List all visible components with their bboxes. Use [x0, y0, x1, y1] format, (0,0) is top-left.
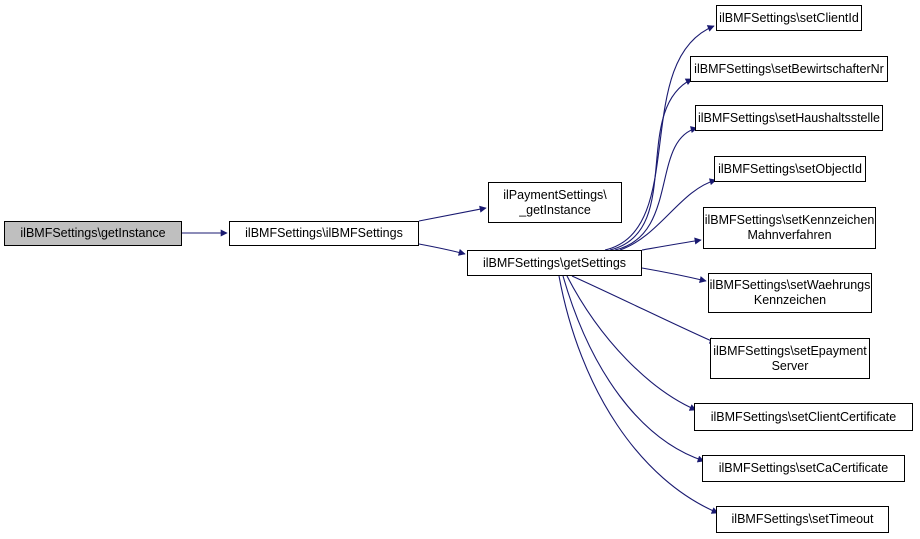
- node-setclientcertificate[interactable]: ilBMFSettings\setClientCertificate: [694, 403, 913, 431]
- node-label-line: Mahnverfahren: [747, 228, 832, 242]
- node-label-line: ilBMFSettings\setClientCertificate: [710, 409, 897, 424]
- node-label-line: ilBMFSettings\setWaehrungs: [709, 278, 871, 292]
- node-label-line: _getInstance: [519, 202, 591, 217]
- node-label-line: Kennzeichen: [753, 293, 827, 307]
- edge-getsettings-to-sethaushaltsstelle: [614, 126, 698, 251]
- node-setobjectid[interactable]: ilBMFSettings\setObjectId: [714, 156, 866, 182]
- edge-getsettings-to-setepaymentserver: [571, 275, 717, 344]
- node-label-line: ilBMFSettings\setBewirtschafterNr: [694, 61, 884, 76]
- edge-getsettings-to-settimeout: [558, 275, 719, 514]
- node-label-line: ilBMFSettings\setKennzeichen: [704, 213, 875, 227]
- node-setcacertificate[interactable]: ilBMFSettings\setCaCertificate: [702, 455, 905, 482]
- node-label-line: ilBMFSettings\setCaCertificate: [718, 461, 889, 475]
- edge-getsettings-to-setcacertificate: [562, 275, 705, 463]
- edge-constructor-to-payment_getinstance: [418, 205, 487, 222]
- node-label-line: ilBMFSettings\setHaushaltsstelle: [697, 110, 881, 125]
- node-constructor[interactable]: ilBMFSettings\ilBMFSettings: [229, 221, 419, 246]
- edge-getsettings-to-setobjectid: [619, 178, 717, 251]
- node-label-line: ilBMFSettings\getSettings: [482, 255, 627, 270]
- node-setclientid[interactable]: ilBMFSettings\setClientId: [716, 5, 862, 31]
- node-sethaushaltsstelle[interactable]: ilBMFSettings\setHaushaltsstelle: [695, 105, 883, 131]
- edge-getsettings-to-setwaehrungskennzeichen: [641, 267, 707, 283]
- node-getinstance[interactable]: ilBMFSettings\getInstance: [4, 221, 182, 246]
- node-payment-getinstance[interactable]: ilPaymentSettings\_getInstance: [488, 182, 622, 223]
- edge-getsettings-to-setkennzeichenmahnverfahren: [641, 237, 702, 251]
- node-label-line: ilBMFSettings\getInstance: [20, 226, 166, 240]
- node-label-line: Server: [771, 358, 809, 373]
- node-label-line: ilBMFSettings\ilBMFSettings: [245, 226, 403, 240]
- node-setbewirtschafternr[interactable]: ilBMFSettings\setBewirtschafterNr: [690, 56, 888, 82]
- edge-getsettings-to-setclientcertificate: [566, 275, 697, 411]
- edge-constructor-to-getsettings: [418, 243, 466, 256]
- node-label-line: ilBMFSettings\setObjectId: [718, 161, 862, 176]
- node-label-line: ilBMFSettings\setTimeout: [731, 512, 874, 526]
- edge-getsettings-to-setclientid: [604, 25, 715, 251]
- edge-getsettings-to-setbewirtschafternr: [609, 78, 693, 251]
- node-settimeout[interactable]: ilBMFSettings\setTimeout: [716, 506, 889, 533]
- node-label-line: ilPaymentSettings\: [503, 187, 607, 202]
- node-label-line: ilBMFSettings\setEpayment: [713, 343, 867, 358]
- node-getsettings[interactable]: ilBMFSettings\getSettings: [467, 250, 642, 276]
- node-label-line: ilBMFSettings\setClientId: [719, 10, 859, 25]
